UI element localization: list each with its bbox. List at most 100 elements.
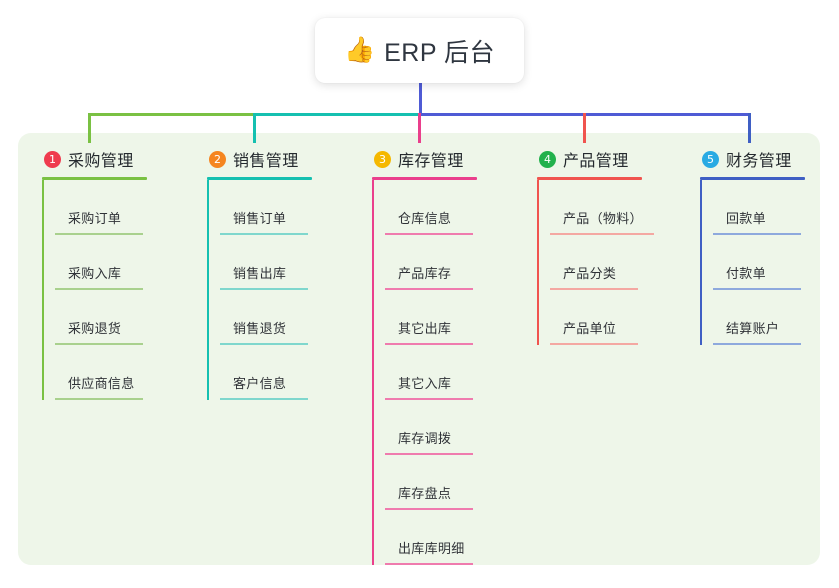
item-rule	[385, 563, 473, 565]
column-rule-2	[207, 177, 312, 180]
list-item[interactable]: 采购入库	[55, 235, 147, 290]
column-spine-1	[42, 180, 44, 400]
item-label: 产品分类	[563, 266, 617, 281]
item-label: 库存盘点	[398, 486, 452, 501]
list-item[interactable]: 其它入库	[385, 345, 477, 400]
item-label: 销售订单	[233, 211, 287, 226]
column-spine-3	[372, 180, 374, 565]
column-header-5[interactable]: 5 财务管理	[700, 147, 805, 171]
drop-line-1	[88, 113, 91, 143]
item-rule	[55, 233, 143, 235]
column-header-4[interactable]: 4 产品管理	[537, 147, 642, 171]
item-label: 仓库信息	[398, 211, 452, 226]
item-label: 销售退货	[233, 321, 287, 336]
list-item[interactable]: 付款单	[713, 235, 805, 290]
list-item[interactable]: 库存盘点	[385, 455, 477, 510]
root-node[interactable]: 👍 ERP 后台	[315, 18, 524, 83]
item-rule	[550, 233, 654, 235]
column-spine-2	[207, 180, 209, 400]
column-header-3[interactable]: 3 库存管理	[372, 147, 477, 171]
column-title-5: 财务管理	[726, 153, 792, 170]
column-badge-1: 1	[44, 150, 61, 168]
list-item[interactable]: 销售订单	[220, 180, 312, 235]
item-rule	[385, 233, 473, 235]
list-item[interactable]: 采购订单	[55, 180, 147, 235]
trunk-segment-2	[253, 113, 418, 116]
item-rule	[385, 453, 473, 455]
list-item[interactable]: 出库库明细	[385, 510, 477, 565]
drop-line-3	[418, 113, 421, 143]
drop-line-2	[253, 113, 256, 143]
list-item[interactable]: 产品（物料）	[550, 180, 654, 235]
item-label: 采购订单	[68, 211, 122, 226]
item-rule	[385, 398, 473, 400]
item-rule	[713, 343, 801, 345]
item-label: 供应商信息	[68, 376, 135, 391]
item-rule	[713, 233, 801, 235]
thumbs-up-icon: 👍	[343, 36, 376, 64]
column-items-4: 产品（物料） 产品分类产品单位	[537, 180, 654, 345]
item-label: 销售出库	[233, 266, 287, 281]
column-rule-3	[372, 177, 477, 180]
column-rule-1	[42, 177, 147, 180]
column-5: 5 财务管理回款单付款单结算账户	[700, 147, 805, 345]
item-rule	[550, 288, 638, 290]
column-items-2: 销售订单销售出库销售退货客户信息	[207, 180, 312, 400]
column-title-4: 产品管理	[563, 153, 629, 170]
list-item[interactable]: 产品库存	[385, 235, 477, 290]
column-rule-5	[700, 177, 805, 180]
root-title: ERP 后台	[384, 38, 496, 67]
column-items-1: 采购订单采购入库采购退货供应商信息	[42, 180, 147, 400]
column-spine-4	[537, 180, 539, 345]
list-item[interactable]: 供应商信息	[55, 345, 147, 400]
item-rule	[713, 288, 801, 290]
drop-line-4	[583, 113, 586, 143]
item-label: 产品单位	[563, 321, 617, 336]
item-rule	[550, 343, 638, 345]
list-item[interactable]: 回款单	[713, 180, 805, 235]
item-rule	[55, 398, 143, 400]
root-stem	[419, 83, 422, 115]
item-label: 出库库明细	[398, 541, 465, 556]
list-item[interactable]: 产品分类	[550, 235, 642, 290]
column-title-3: 库存管理	[398, 153, 464, 170]
column-rule-4	[537, 177, 642, 180]
column-badge-5: 5	[702, 150, 719, 168]
item-rule	[385, 508, 473, 510]
item-label: 采购入库	[68, 266, 122, 281]
item-rule	[220, 288, 308, 290]
list-item[interactable]: 销售出库	[220, 235, 312, 290]
column-items-3: 仓库信息产品库存其它出库其它入库库存调拨库存盘点出库库明细	[372, 180, 477, 565]
list-item[interactable]: 采购退货	[55, 290, 147, 345]
item-label: 采购退货	[68, 321, 122, 336]
list-item[interactable]: 销售退货	[220, 290, 312, 345]
item-label: 产品库存	[398, 266, 452, 281]
column-badge-3: 3	[374, 150, 391, 168]
column-badge-2: 2	[209, 150, 226, 168]
list-item[interactable]: 结算账户	[713, 290, 805, 345]
column-items-5: 回款单付款单结算账户	[700, 180, 805, 345]
list-item[interactable]: 其它出库	[385, 290, 477, 345]
column-4: 4 产品管理产品（物料） 产品分类产品单位	[537, 147, 654, 345]
item-label: 产品（物料）	[563, 211, 643, 226]
drop-line-5	[748, 113, 751, 143]
trunk-segment-1	[88, 113, 253, 116]
list-item[interactable]: 客户信息	[220, 345, 312, 400]
item-rule	[55, 288, 143, 290]
column-badge-4: 4	[539, 150, 556, 168]
list-item[interactable]: 仓库信息	[385, 180, 477, 235]
item-rule	[385, 343, 473, 345]
list-item[interactable]: 产品单位	[550, 290, 642, 345]
item-rule	[220, 398, 308, 400]
item-label: 客户信息	[233, 376, 287, 391]
item-label: 其它出库	[398, 321, 452, 336]
list-item[interactable]: 库存调拨	[385, 400, 477, 455]
item-rule	[55, 343, 143, 345]
item-rule	[220, 343, 308, 345]
item-rule	[220, 233, 308, 235]
item-label: 库存调拨	[398, 431, 452, 446]
